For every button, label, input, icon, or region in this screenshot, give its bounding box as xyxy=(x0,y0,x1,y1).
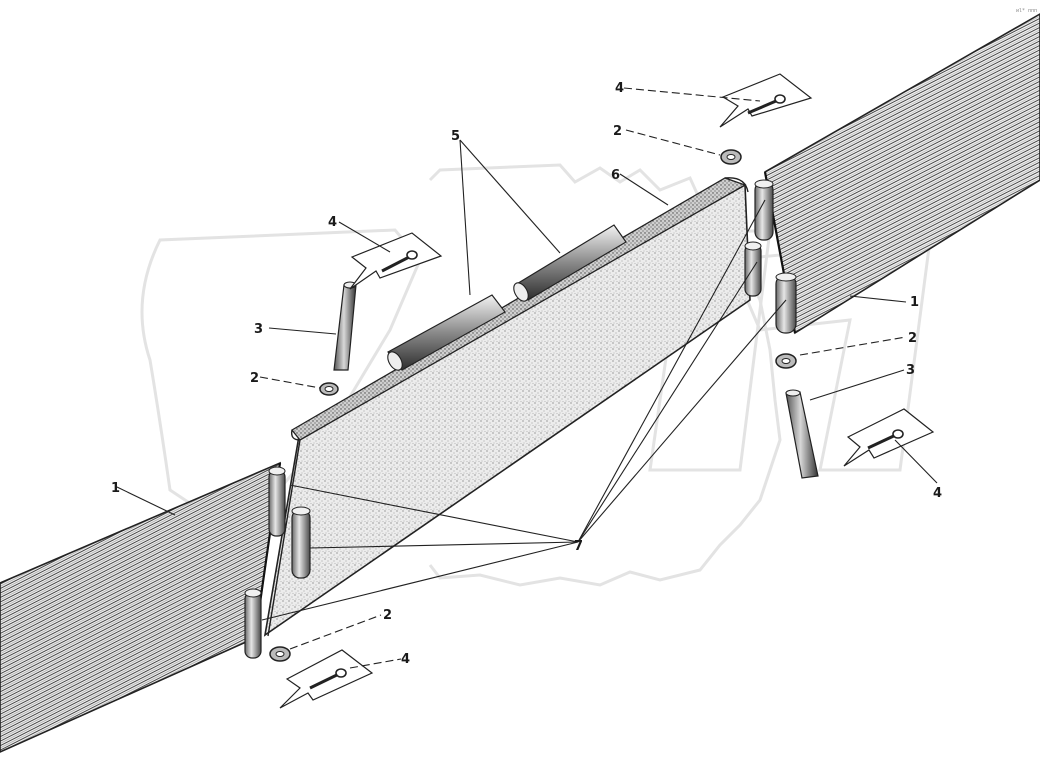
callout-1-left: 1 xyxy=(111,481,120,496)
callout-2-right: 2 xyxy=(908,331,917,346)
top-tubes xyxy=(387,224,627,371)
callout-2-left: 2 xyxy=(250,371,259,386)
callout-4-bottom: 4 xyxy=(401,652,410,667)
callout-2-bottom: 2 xyxy=(383,608,392,623)
cotter-pin-bottom xyxy=(279,649,374,709)
callout-6: 6 xyxy=(611,168,620,183)
callout-1-right: 1 xyxy=(910,295,919,310)
leader-lines xyxy=(116,87,938,669)
cotter-pin-left xyxy=(349,232,443,290)
tube-left xyxy=(387,294,506,371)
left-hinge-knuckles xyxy=(244,466,311,659)
corner-mark: иl* ппп xyxy=(1016,8,1037,14)
callout-5: 5 xyxy=(451,129,460,144)
left-side-board xyxy=(0,461,282,753)
center-panel xyxy=(263,177,751,637)
cotter-pin-right xyxy=(843,408,935,467)
callout-labels: 1 1 2 2 2 2 3 3 4 4 4 4 5 6 7 xyxy=(111,81,942,667)
callout-4-top: 4 xyxy=(615,81,624,96)
callout-7: 7 xyxy=(574,539,583,554)
callout-2-top: 2 xyxy=(613,124,622,139)
pin-left xyxy=(333,281,357,371)
callout-3-right: 3 xyxy=(906,363,915,378)
callout-3-left: 3 xyxy=(254,322,263,337)
tube-right xyxy=(513,224,627,302)
callout-4-right: 4 xyxy=(933,486,942,501)
right-side-board xyxy=(763,13,1040,335)
right-hinge-knuckles xyxy=(744,179,797,334)
washers xyxy=(269,149,797,662)
callout-4-left: 4 xyxy=(328,215,337,230)
cotter-pin-top xyxy=(719,73,813,128)
pin-right xyxy=(785,389,819,479)
leader-7 xyxy=(261,199,787,621)
